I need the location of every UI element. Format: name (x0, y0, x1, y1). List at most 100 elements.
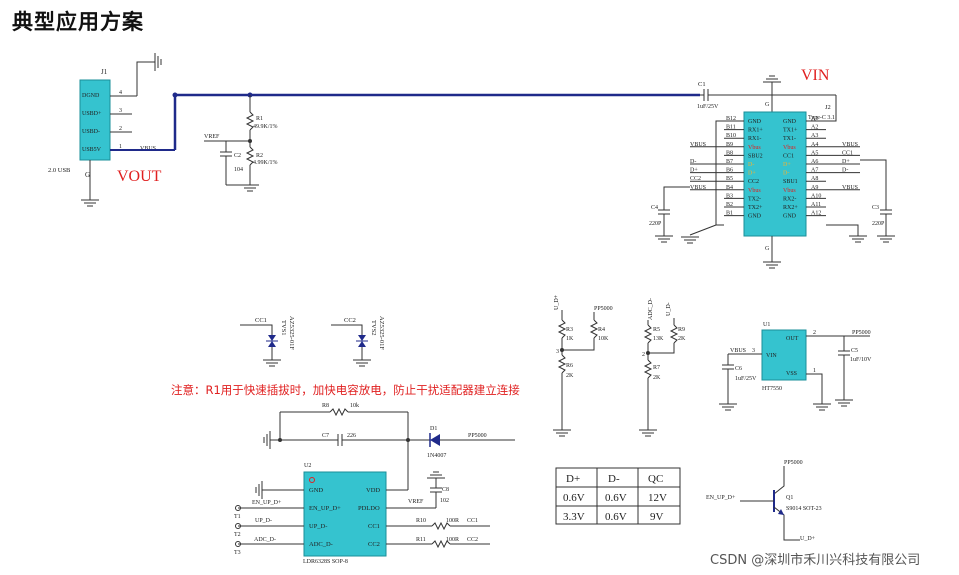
c7-value: 226 (347, 433, 356, 439)
u1-part: HT7550 (762, 386, 782, 392)
qc-r1c2: 0.6V (605, 492, 627, 504)
d1-value: 1N4007 (427, 453, 446, 459)
ldr6328-controller: U2 LDR6328S SOP-8 GND EN_UP_D+ UP_D- ADC… (234, 403, 515, 565)
u1-pin-gnd: 1 (813, 368, 816, 374)
r5-value: 13K (653, 336, 664, 342)
r7-ref: R7 (653, 365, 660, 371)
u2-pp-net: PP5000 (468, 433, 487, 439)
r6-ref: R6 (566, 363, 573, 369)
j2-right-name-6: D- (783, 171, 789, 177)
q1-part: S9014 SOT-23 (786, 506, 822, 512)
j2-ref: J2 (825, 104, 831, 111)
j2-left-num-1: B11 (726, 125, 736, 131)
u2-cc1-net: CC1 (467, 518, 478, 524)
j2-right-num-7: A8 (811, 176, 818, 182)
dminus-divider: ADC_D- U_D- R5 13K R9 2K R7 2K 2 (638, 298, 686, 437)
r8-ref: R8 (322, 403, 329, 409)
r1-value: 49.9K/1% (253, 124, 278, 130)
j2-right-num-3: A4 (811, 142, 818, 148)
j2-right-name-11: GND (783, 214, 797, 220)
dm-pin: 2 (642, 352, 645, 358)
c4-ref: C4 (651, 205, 658, 211)
r3-value: 1K (566, 336, 574, 342)
divider-vref-net: VREF (204, 134, 220, 140)
j2-left-net-5: D- (690, 159, 696, 165)
c3-ref: C3 (872, 205, 879, 211)
q1-transistor: PP5000 EN_UP_D+ Q1 S9014 SOT-23 U_D+ (706, 460, 822, 542)
u2-net-adc: ADC_D- (254, 537, 276, 543)
c6-value: 1uF/25V (735, 376, 757, 382)
c7-ref: C7 (322, 433, 329, 439)
r9-value: 2K (678, 336, 686, 342)
typec-label: Type-C 3.1 (808, 115, 835, 121)
d1-ref: D1 (430, 426, 437, 432)
u1-vbus-net: VBUS (730, 348, 746, 354)
j1-ref: J1 (101, 68, 108, 76)
r8-value: 10k (350, 403, 359, 409)
j1-pin2-name: USBD- (82, 129, 100, 135)
tvs2-diode: CC2 TVS2 AZ5325-01F (331, 316, 385, 367)
j2-right-name-0: GND (783, 119, 797, 125)
j2-left-name-5: D- (748, 162, 754, 168)
j2-left-name-7: CC2 (748, 179, 759, 185)
j2-right-net-3: VBUS (842, 142, 858, 148)
q1-en-net: EN_UP_D+ (706, 495, 736, 501)
j2-right-net-8: VBUS (842, 185, 858, 191)
page-title: 典型应用方案 (12, 10, 144, 34)
qc-r1c3: 12V (648, 492, 667, 504)
c2-value: 104 (234, 167, 243, 173)
j2-g-bottom: G (765, 246, 770, 252)
j2-left-name-3: Vbus (748, 145, 761, 151)
tvs2-ref: TVS2 (370, 320, 377, 336)
u2-pin-r2: PDLDO (358, 505, 380, 512)
q1-out-net: U_D+ (800, 536, 816, 542)
vin-label: VIN (801, 67, 830, 84)
r2-value: 4.99K/1% (253, 160, 278, 166)
j2-left-name-1: RX1+ (748, 128, 763, 134)
qc-r2c2: 0.6V (605, 511, 627, 523)
tvs1-ref: TVS1 (280, 320, 287, 336)
j2-left-num-10: B2 (726, 202, 733, 208)
j2-right-num-0: A1 (811, 116, 818, 122)
c1-value: 1uF/25V (697, 104, 719, 110)
u2-pin-r3: CC1 (368, 523, 380, 530)
u2-pin-l1: GND (309, 487, 323, 494)
r4-value: 10K (598, 336, 609, 342)
usb20-label: 2.0 USB (48, 167, 71, 174)
r1-ref: R1 (256, 116, 263, 122)
u2-cc2-net: CC2 (467, 537, 478, 543)
j2-right-name-3: Vbus (783, 145, 796, 151)
j2-left-name-8: Vbus (748, 188, 761, 194)
j2-left-num-7: B5 (726, 176, 733, 182)
j2-left-num-5: B7 (726, 159, 733, 165)
j2-left-name-2: RX1- (748, 136, 761, 142)
j1-pin3-num: 3 (119, 108, 122, 114)
tp-t3: T3 (234, 550, 241, 556)
tvs2-net: CC2 (344, 317, 356, 324)
j2-right-num-5: A6 (811, 159, 818, 165)
u1-pp-net: PP5000 (852, 330, 871, 336)
j1-pin1-num: 1 (119, 144, 122, 150)
qc-header-qc: QC (648, 473, 663, 485)
r6-value: 2K (566, 373, 574, 379)
qc-r2c1: 3.3V (563, 511, 585, 523)
q1-pp-net: PP5000 (784, 460, 803, 466)
c4-value: 220P (649, 221, 662, 227)
j2-left-net-3: VBUS (690, 142, 706, 148)
q1-ref: Q1 (786, 495, 793, 501)
r10-ref: R10 (416, 518, 426, 524)
qc-voltage-table: D+ D- QC 0.6V 0.6V 12V 3.3V 0.6V 9V (555, 467, 681, 525)
c3-value: 220P (872, 221, 885, 227)
dp-pin: 3 (556, 349, 559, 355)
r4-ref: R4 (598, 327, 605, 333)
j2-right-num-11: A12 (811, 211, 821, 217)
r10-value: 100R (446, 518, 459, 524)
dm-net1: ADC_D- (648, 298, 654, 320)
j2-right-net-5: D+ (842, 159, 850, 165)
qc-header-dminus: D- (608, 473, 620, 485)
j2-right-num-4: A5 (811, 150, 818, 156)
j2-left-num-3: B9 (726, 142, 733, 148)
j2-right-num-6: A7 (811, 168, 818, 174)
